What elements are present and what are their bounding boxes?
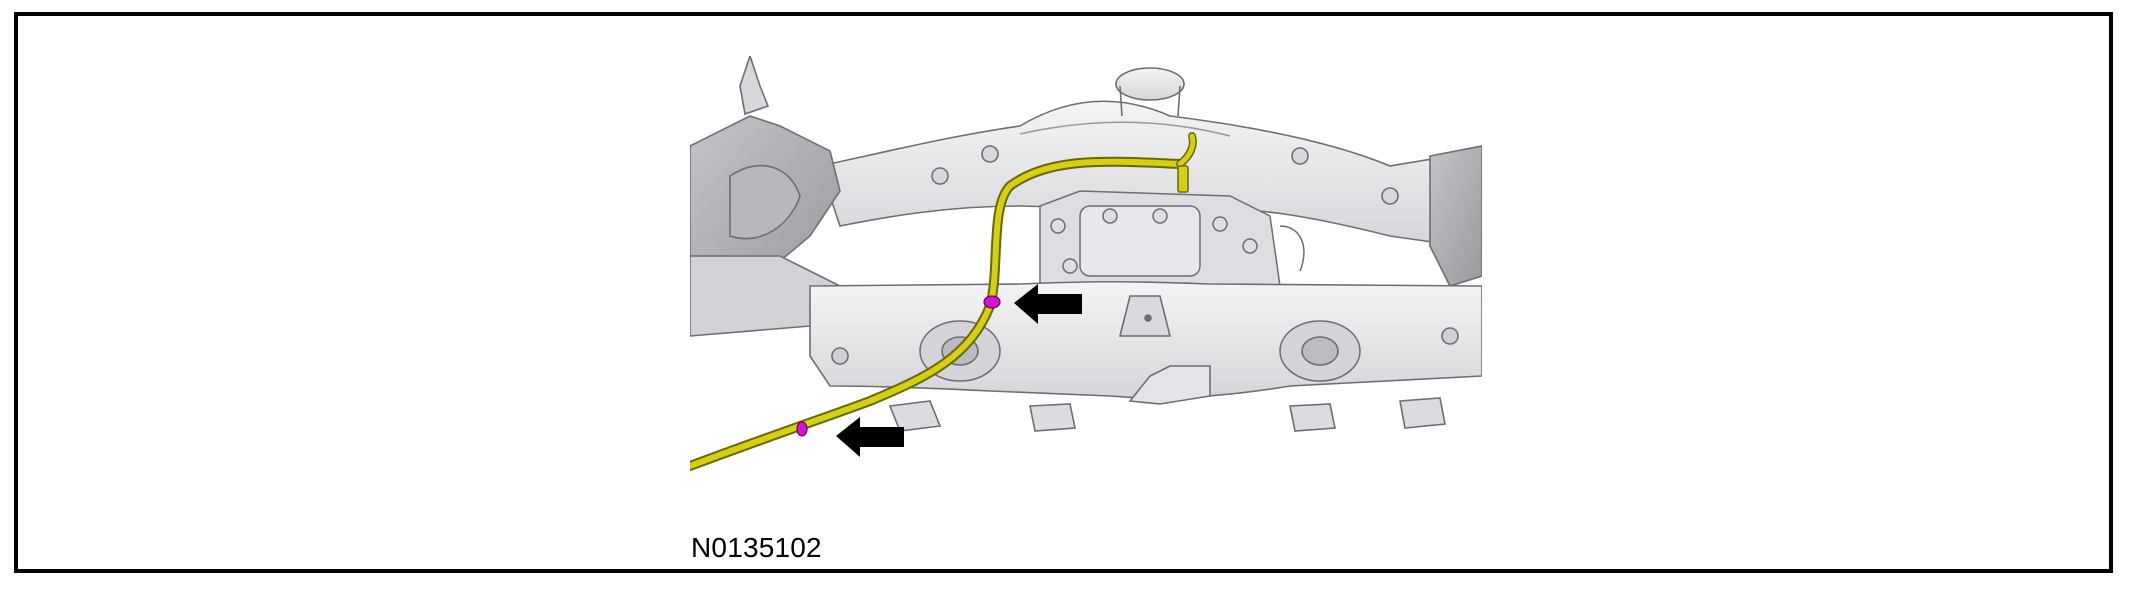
front-crossmember xyxy=(809,280,1482,432)
left-arrow-icon xyxy=(1014,284,1082,324)
harness-clip-lower xyxy=(796,421,808,437)
left-arrow-icon xyxy=(836,417,904,457)
subframe-illustration xyxy=(690,56,1482,471)
right-control-arm xyxy=(1429,145,1482,287)
harness-clip-upper xyxy=(983,295,1001,309)
differential-housing xyxy=(1039,190,1305,287)
rear-crossmember xyxy=(818,67,1481,247)
figure-frame: N0135102 xyxy=(14,12,2113,573)
figure-reference-code: N0135102 xyxy=(691,532,822,563)
left-control-arm xyxy=(690,56,842,337)
